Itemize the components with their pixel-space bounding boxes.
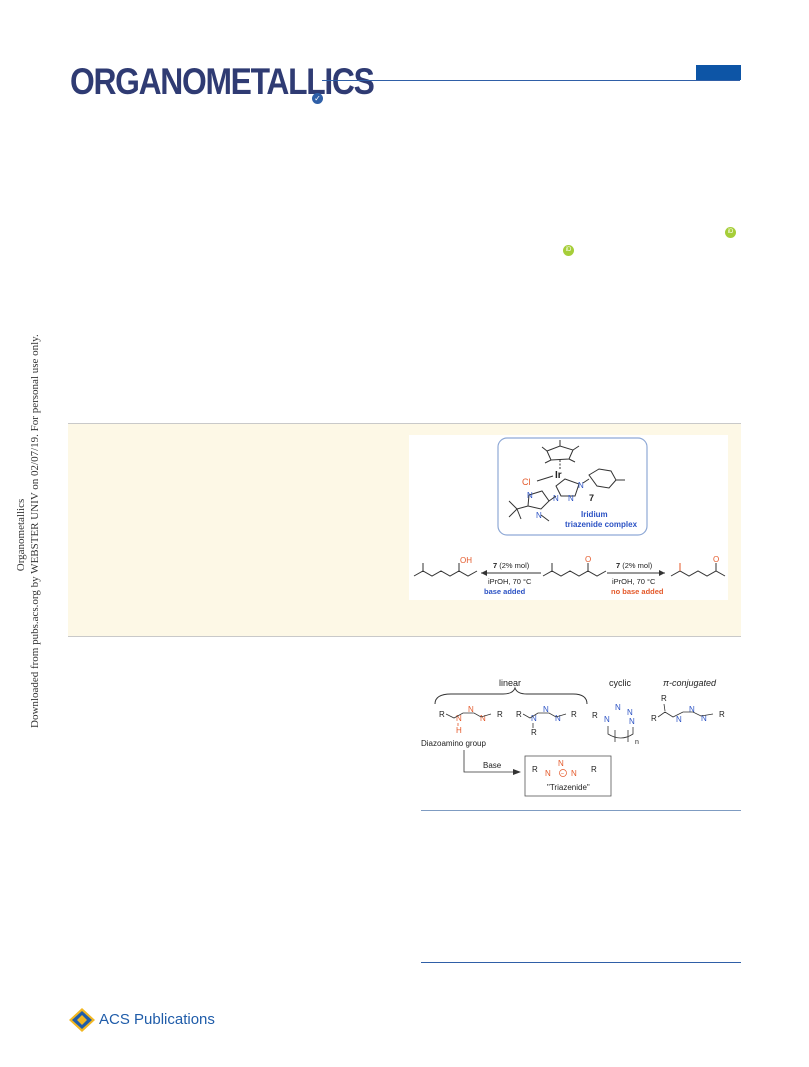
conjugated-label: π-conjugated: [663, 678, 717, 688]
right-arrow-conditions: iPrOH, 70 °C: [612, 577, 656, 586]
triazene-scheme-svg: linear cyclic π-conjugated R N N N R H D…: [421, 678, 725, 797]
cyclic-label: cyclic: [609, 678, 631, 688]
svg-text:R: R: [532, 765, 538, 774]
left-arrow-conditions: iPrOH, 70 °C: [488, 577, 532, 586]
toc-graphic-svg: Ir Cl N N N 7 N N Iridium triazenide com…: [413, 437, 726, 596]
svg-text:R: R: [592, 711, 598, 720]
negative-charge-icon: [559, 769, 567, 777]
download-notice-text: Downloaded from pubs.acs.org by WEBSTER …: [29, 334, 41, 728]
left-arrow-note: base added: [484, 587, 526, 596]
svg-text:N: N: [701, 714, 707, 723]
imidazole-ring: [527, 490, 550, 510]
complex-label-1: Iridium: [581, 510, 608, 519]
publisher-logo-text[interactable]: ACS Publications: [99, 1011, 215, 1028]
product-carbonyl-label: O: [713, 555, 719, 564]
svg-text:R: R: [661, 694, 667, 703]
acs-shield-icon: [68, 1006, 96, 1034]
svg-text:N: N: [555, 714, 561, 723]
base-label: Base: [483, 761, 502, 770]
svg-text:R: R: [497, 710, 503, 719]
right-arrow-note: no base added: [611, 587, 664, 596]
svg-text:N: N: [536, 511, 542, 520]
svg-text:R: R: [571, 710, 577, 719]
svg-text:R: R: [651, 714, 657, 723]
metal-label: Ir: [555, 470, 562, 481]
base-arrow-head: [513, 769, 521, 775]
compound-number: 7: [589, 493, 594, 503]
svg-text:−: −: [561, 772, 565, 778]
ketone-chain: [542, 570, 607, 577]
svg-text:N: N: [568, 494, 574, 503]
svg-text:R: R: [531, 728, 537, 737]
toc-graphic: Ir Cl N N N 7 N N Iridium triazenide com…: [409, 435, 728, 600]
svg-text:N: N: [629, 717, 635, 726]
svg-text:R: R: [591, 765, 597, 774]
orcid-icon[interactable]: iD: [563, 245, 574, 256]
triazenide-label: "Triazenide": [547, 783, 590, 792]
svg-text:N: N: [480, 714, 486, 723]
header-tab: [696, 65, 741, 80]
header-rule: [322, 80, 740, 81]
svg-text:N: N: [676, 715, 682, 724]
check-circle-icon: ✓: [312, 93, 323, 104]
svg-text:N: N: [627, 708, 633, 717]
svg-text:N: N: [531, 714, 537, 723]
base-arrow-line: [463, 750, 513, 773]
svg-text:N: N: [689, 705, 695, 714]
orcid-icon[interactable]: iD: [725, 227, 736, 238]
svg-text:N: N: [558, 759, 564, 768]
triazenide-box: [524, 755, 612, 797]
hydroxyl-label: OH: [460, 556, 472, 565]
svg-text:R: R: [439, 710, 445, 719]
cp-ring: [546, 445, 574, 461]
complex-label-2: triazenide complex: [565, 520, 638, 529]
scheme-rule: [421, 810, 741, 811]
svg-text:N: N: [468, 705, 474, 714]
svg-text:H: H: [456, 726, 462, 735]
cyclic-ring: [607, 726, 634, 739]
triazenide-ring: [555, 478, 580, 497]
download-notice-journal: Organometallics: [15, 498, 27, 572]
svg-text:N: N: [604, 715, 610, 724]
svg-text:N: N: [545, 769, 551, 778]
svg-text:N: N: [571, 769, 577, 778]
linear-label: linear: [499, 678, 521, 688]
saturated-ketone-chain: [670, 570, 726, 577]
svg-text:N: N: [456, 714, 462, 723]
svg-text:R: R: [719, 710, 725, 719]
complex-frame: [497, 437, 648, 536]
right-arrow-head: [659, 570, 665, 576]
svg-text:N: N: [527, 491, 533, 500]
svg-text:N: N: [615, 703, 621, 712]
chloride-label: Cl: [522, 477, 531, 487]
carbonyl-label: O: [585, 555, 591, 564]
right-arrow-catalyst: 7 (2% mol): [616, 561, 653, 570]
svg-text:N: N: [553, 494, 559, 503]
svg-text:n: n: [635, 739, 639, 746]
triazene-scheme: linear cyclic π-conjugated R N N N R H D…: [421, 672, 741, 807]
diazoamino-label: Diazoamino group: [421, 739, 486, 748]
linear-brace: [434, 686, 588, 705]
left-arrow-catalyst: 7 (2% mol): [493, 561, 530, 570]
svg-text:N: N: [578, 481, 584, 490]
footnote-rule: [421, 962, 741, 963]
alcohol-chain: [413, 570, 478, 577]
svg-text:N: N: [543, 705, 549, 714]
journal-logo[interactable]: ORGANOMETALLICS: [70, 61, 375, 102]
svg-text:R: R: [516, 710, 522, 719]
left-arrow-head: [481, 570, 487, 576]
